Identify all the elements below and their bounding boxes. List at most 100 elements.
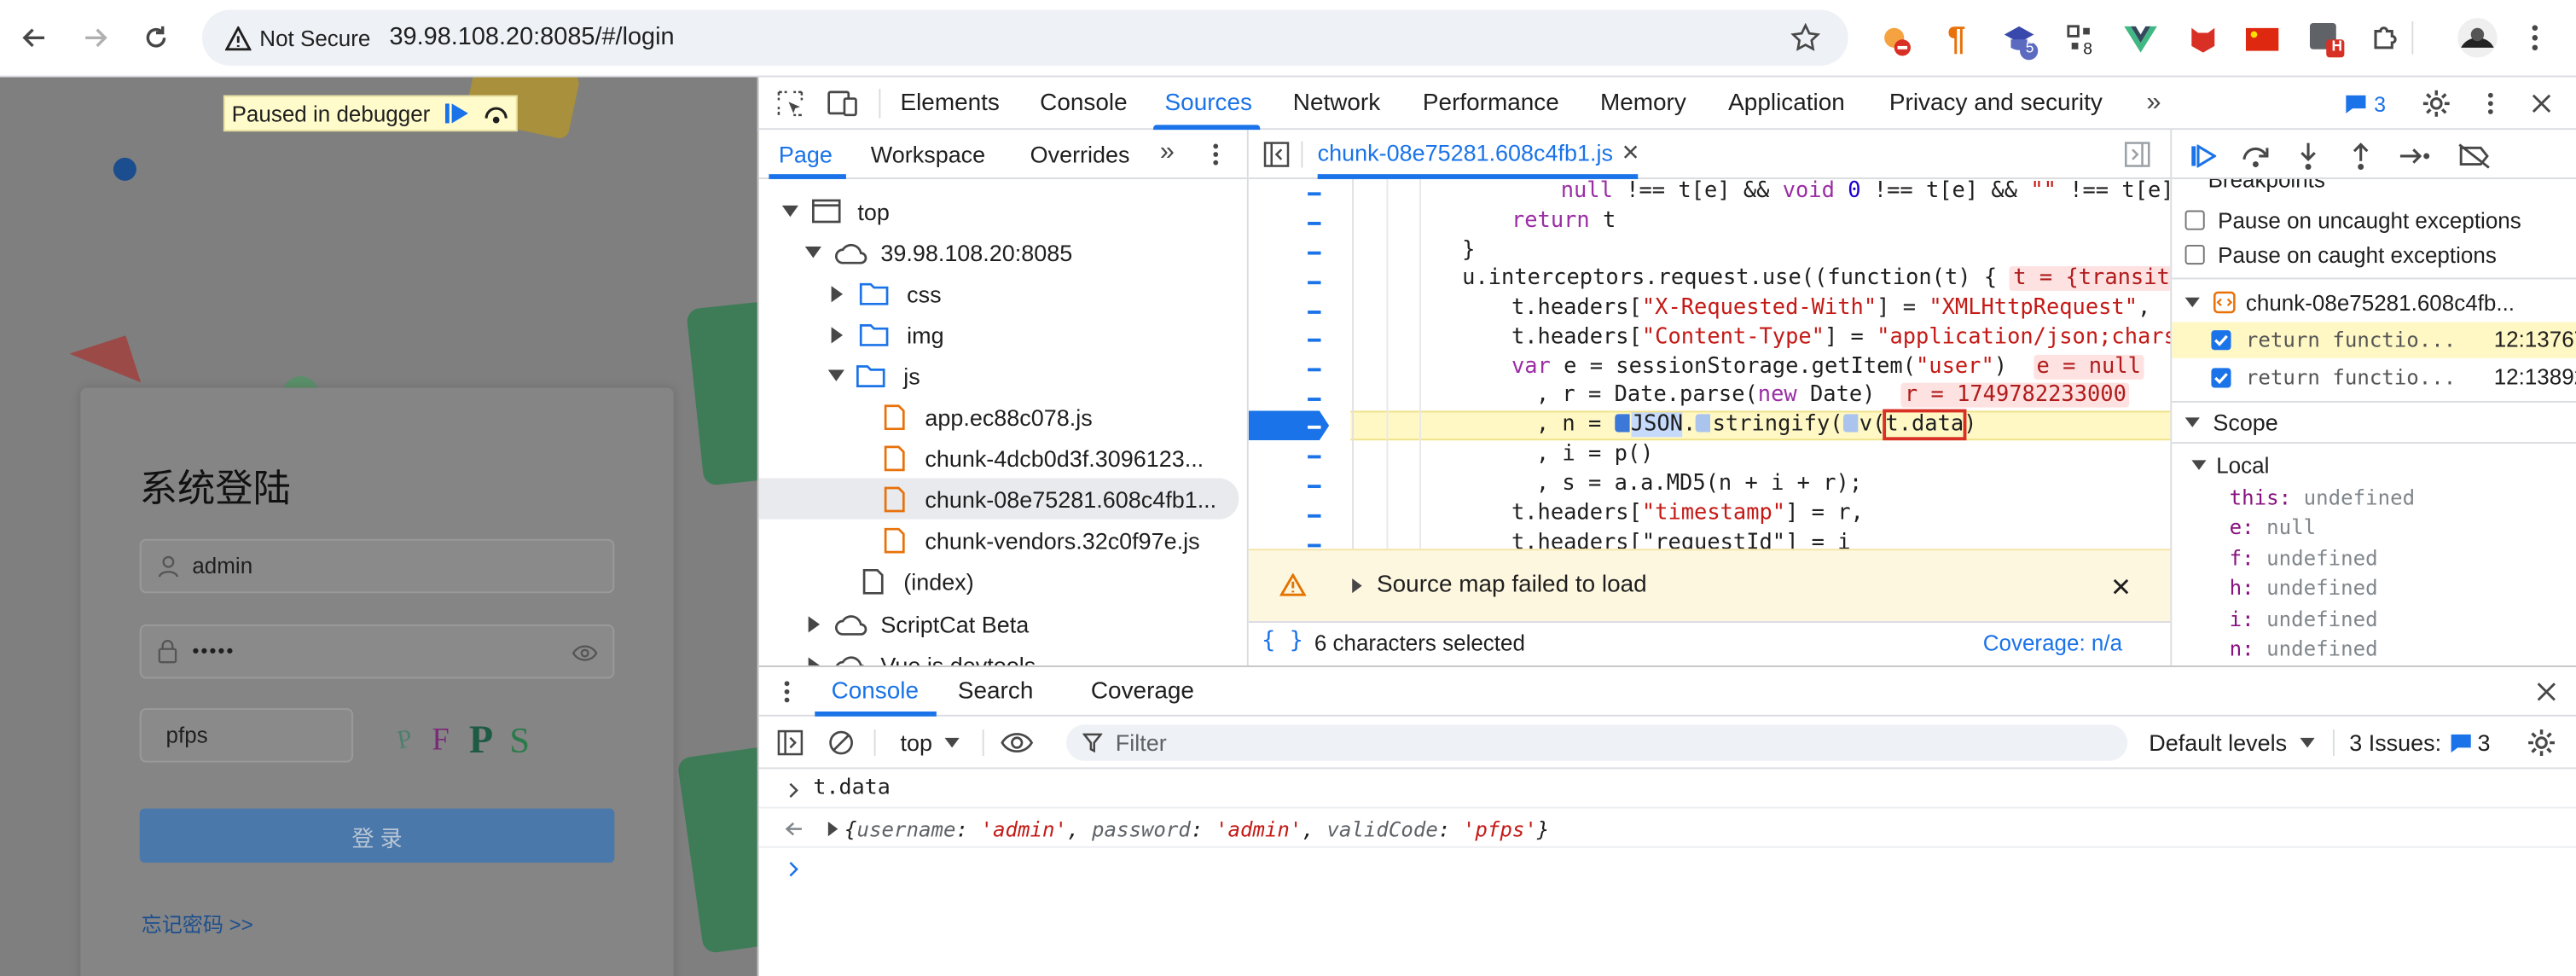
close-devtools-icon[interactable]: [2525, 87, 2558, 120]
tree-item-file[interactable]: chunk-vendors.32c0f97e.js: [759, 520, 1247, 561]
close-warning-icon[interactable]: [2113, 578, 2129, 595]
console-settings-gear-icon[interactable]: [2525, 726, 2558, 759]
tab-memory[interactable]: Memory: [1599, 90, 1686, 117]
devtools-menu-icon[interactable]: [2474, 87, 2508, 120]
device-toolbar-icon[interactable]: [825, 87, 861, 120]
extension-pilcrow-icon[interactable]: ¶: [1947, 20, 1966, 57]
tree-item-scriptcat[interactable]: ScriptCat Beta: [759, 603, 1247, 644]
resume-icon[interactable]: [437, 96, 476, 131]
tab-application[interactable]: Application: [1728, 90, 1845, 117]
navigator-menu-icon[interactable]: [1206, 142, 1226, 168]
console-result-object[interactable]: {username: 'admin', password: 'admin', v…: [844, 816, 1550, 842]
back-icon[interactable]: [16, 20, 52, 55]
pretty-print-icon[interactable]: { }: [1262, 627, 1303, 654]
login-button[interactable]: 登 录: [139, 808, 615, 863]
tree-item-file-selected[interactable]: chunk-08e75281.608c4fb1...: [758, 478, 1239, 520]
extension-h-icon[interactable]: H: [2306, 20, 2346, 59]
more-tabs-chevron-icon[interactable]: »: [2146, 89, 2161, 117]
console-filter-input[interactable]: Filter: [1065, 724, 2128, 761]
tab-sources[interactable]: Sources: [1164, 90, 1253, 117]
context-selector[interactable]: top: [900, 728, 960, 758]
settings-gear-icon[interactable]: [2420, 87, 2453, 120]
tree-item-host[interactable]: 39.98.108.20:8085: [759, 232, 1247, 273]
drawer-tab-console[interactable]: Console: [831, 678, 920, 706]
scope-local-group[interactable]: Local: [2191, 450, 2269, 480]
expand-arrow-icon[interactable]: [1352, 578, 1362, 594]
tree-item-img-folder[interactable]: img: [759, 314, 1247, 355]
editor-file-tab[interactable]: chunk-08e75281.608c4fb1.js: [1317, 130, 1638, 179]
reload-icon[interactable]: [138, 20, 174, 55]
tree-item-file[interactable]: chunk-4dcb0d3f.3096123...: [759, 437, 1247, 478]
deactivate-breakpoints-icon[interactable]: [2456, 140, 2492, 173]
inspect-element-icon[interactable]: [772, 87, 808, 120]
tab-elements[interactable]: Elements: [900, 90, 1000, 117]
bookmark-star-icon[interactable]: [1789, 21, 1822, 55]
scope-var[interactable]: n: undefined: [2229, 636, 2378, 661]
clear-console-icon[interactable]: [827, 728, 856, 758]
more-nav-tabs-icon[interactable]: »: [1159, 137, 1175, 166]
nav-tab-overrides[interactable]: Overrides: [1030, 141, 1130, 168]
security-chip[interactable]: Not Secure: [215, 21, 380, 55]
expand-object-icon[interactable]: [827, 822, 838, 837]
breakpoint-checkbox[interactable]: [2211, 368, 2231, 388]
console-issues-button[interactable]: 3 Issues: 3: [2349, 728, 2490, 758]
tab-performance[interactable]: Performance: [1422, 90, 1559, 117]
drawer-tab-coverage[interactable]: Coverage: [1090, 678, 1194, 706]
breakpoint-file-group[interactable]: chunk-08e75281.608c4fb...: [2184, 288, 2515, 317]
address-bar[interactable]: Not Secure 39.98.108.20:8085/#/login: [201, 9, 1848, 67]
username-field[interactable]: admin: [139, 538, 615, 594]
extension-red-icon[interactable]: [2185, 21, 2221, 57]
profile-avatar[interactable]: [2457, 18, 2498, 58]
nav-tab-workspace[interactable]: Workspace: [870, 141, 986, 168]
toggle-debugger-sidebar-icon[interactable]: [2122, 140, 2152, 170]
console-sidebar-icon[interactable]: [775, 728, 805, 758]
resume-script-icon[interactable]: [2187, 140, 2220, 173]
tab-console[interactable]: Console: [1040, 90, 1128, 117]
checkbox[interactable]: [2184, 210, 2205, 230]
code-area[interactable]: null !== t[e] && void 0 !== t[e] && "" !…: [1248, 178, 2171, 549]
toggle-navigator-icon[interactable]: [1262, 140, 1291, 170]
extension-graduation-icon[interactable]: 5: [2001, 21, 2040, 61]
pause-caught-checkbox[interactable]: Pause on caught exceptions: [2184, 241, 2497, 268]
forgot-password-link[interactable]: 忘记密码 >>: [141, 913, 253, 937]
checkbox[interactable]: [2184, 244, 2205, 265]
extensions-puzzle-icon[interactable]: [2367, 20, 2403, 55]
eye-icon[interactable]: [571, 644, 598, 662]
step-over-icon[interactable]: [2239, 140, 2272, 173]
browser-menu-icon[interactable]: [2517, 20, 2553, 55]
console-prompt[interactable]: [759, 848, 2576, 887]
scope-var[interactable]: f: undefined: [2229, 545, 2378, 570]
step-over-icon[interactable]: [476, 96, 515, 131]
tree-item-js-folder[interactable]: js: [759, 355, 1247, 396]
coverage-status[interactable]: Coverage: n/a: [1982, 630, 2123, 656]
captcha-image[interactable]: P F P S: [395, 717, 530, 766]
step-icon[interactable]: [2397, 140, 2433, 173]
step-into-icon[interactable]: [2292, 140, 2325, 173]
step-out-icon[interactable]: [2344, 140, 2377, 173]
breakpoint-item[interactable]: return functio... 12:13892: [2172, 360, 2576, 396]
tree-item-css-folder[interactable]: css: [759, 273, 1247, 314]
drawer-tab-search[interactable]: Search: [957, 678, 1034, 706]
tree-item-vue-devtools[interactable]: Vue.js devtools: [759, 644, 1247, 666]
forward-icon[interactable]: [78, 20, 113, 55]
scope-var[interactable]: this: undefined: [2229, 485, 2416, 510]
issues-counter[interactable]: 3: [2344, 90, 2386, 117]
pause-uncaught-checkbox[interactable]: Pause on uncaught exceptions: [2184, 207, 2521, 234]
log-levels-dropdown[interactable]: Default levels: [2149, 728, 2315, 758]
extension-qr-icon[interactable]: 8: [2063, 21, 2103, 61]
extension-vue-icon[interactable]: [2122, 21, 2158, 57]
live-expression-eye-icon[interactable]: [1001, 728, 1034, 758]
url-text[interactable]: 39.98.108.20:8085/#/login: [389, 22, 675, 51]
extension-flag-icon[interactable]: [2244, 21, 2280, 57]
breakpoint-item-active[interactable]: return functio... 12:13767: [2172, 322, 2576, 358]
scope-header[interactable]: Scope: [2184, 406, 2278, 439]
breakpoint-checkbox[interactable]: [2211, 330, 2231, 351]
tree-item-file[interactable]: app.ec88c078.js: [759, 396, 1247, 437]
tree-item-top[interactable]: top: [759, 190, 1247, 231]
extension-bug-icon[interactable]: [1877, 21, 1913, 57]
scope-var[interactable]: h: undefined: [2229, 575, 2378, 601]
close-tab-icon[interactable]: [1623, 144, 1638, 159]
selected-expression[interactable]: t.data: [1882, 409, 1967, 441]
scope-var[interactable]: e: null: [2229, 514, 2317, 540]
nav-tab-page[interactable]: Page: [778, 141, 833, 168]
